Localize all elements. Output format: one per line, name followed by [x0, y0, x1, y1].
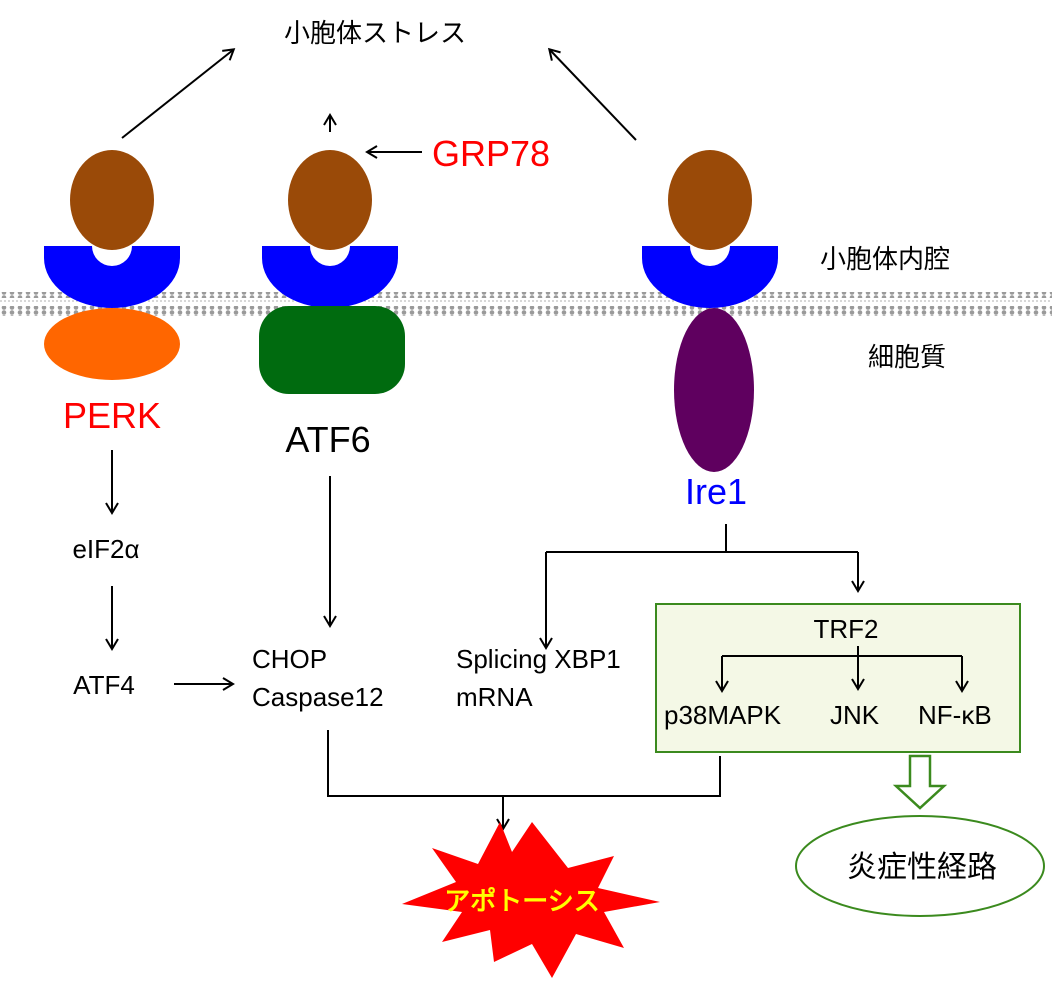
- jnk-label: JNK: [830, 700, 880, 730]
- er-membrane: [0, 292, 1052, 316]
- burst-icon: [402, 822, 660, 978]
- chop-label: CHOP: [252, 644, 327, 674]
- atf6-receptor: [259, 150, 405, 394]
- inflammatory-label: 炎症性経路: [847, 850, 997, 885]
- perk-cap: [44, 246, 180, 308]
- trf2-label: TRF2: [814, 614, 879, 644]
- ire1-cap: [642, 246, 778, 308]
- perk-ligand: [70, 150, 154, 250]
- xbp1-label-line2: mRNA: [456, 682, 533, 712]
- xbp1-label-line1: Splicing XBP1: [456, 644, 621, 674]
- ire1-label: Ire1: [685, 471, 747, 512]
- grp78-label: GRP78: [432, 133, 550, 174]
- cytoplasm-label: 細胞質: [868, 343, 946, 373]
- atf4-label: ATF4: [73, 670, 135, 700]
- atf6-body: [259, 306, 405, 394]
- inflammatory-pathway: 炎症性経路: [795, 815, 1045, 917]
- atf6-ligand: [288, 150, 372, 250]
- er-lumen-label: 小胞体内腔: [820, 245, 950, 275]
- caspase12-label: Caspase12: [252, 682, 384, 712]
- arrow-perk-to-stress: [121, 48, 236, 139]
- atf6-label: ATF6: [285, 419, 370, 460]
- ire1-body: [674, 308, 754, 472]
- p38mapk-label: p38MAPK: [664, 700, 782, 730]
- eif2a-label: eIF2α: [72, 534, 139, 564]
- perk-label: PERK: [63, 395, 161, 436]
- ire1-ligand: [668, 150, 752, 250]
- nfkb-label: NF-κB: [918, 700, 992, 730]
- er-stress-label: 小胞体ストレス: [284, 19, 466, 49]
- trf2-box: TRF2 p38MAPK JNK NF-κB: [655, 603, 1021, 753]
- ire1-receptor: [642, 150, 778, 472]
- perk-receptor: [44, 150, 180, 380]
- apoptosis-burst: アポトーシス: [402, 822, 660, 978]
- atf6-cap: [262, 246, 398, 308]
- apoptosis-label: アポトーシス: [444, 886, 599, 917]
- perk-body: [44, 308, 180, 380]
- arrow-ire1-to-stress: [547, 47, 637, 141]
- connector-chop-to-apoptosis: [327, 730, 721, 797]
- open-arrow-icon: [892, 754, 948, 810]
